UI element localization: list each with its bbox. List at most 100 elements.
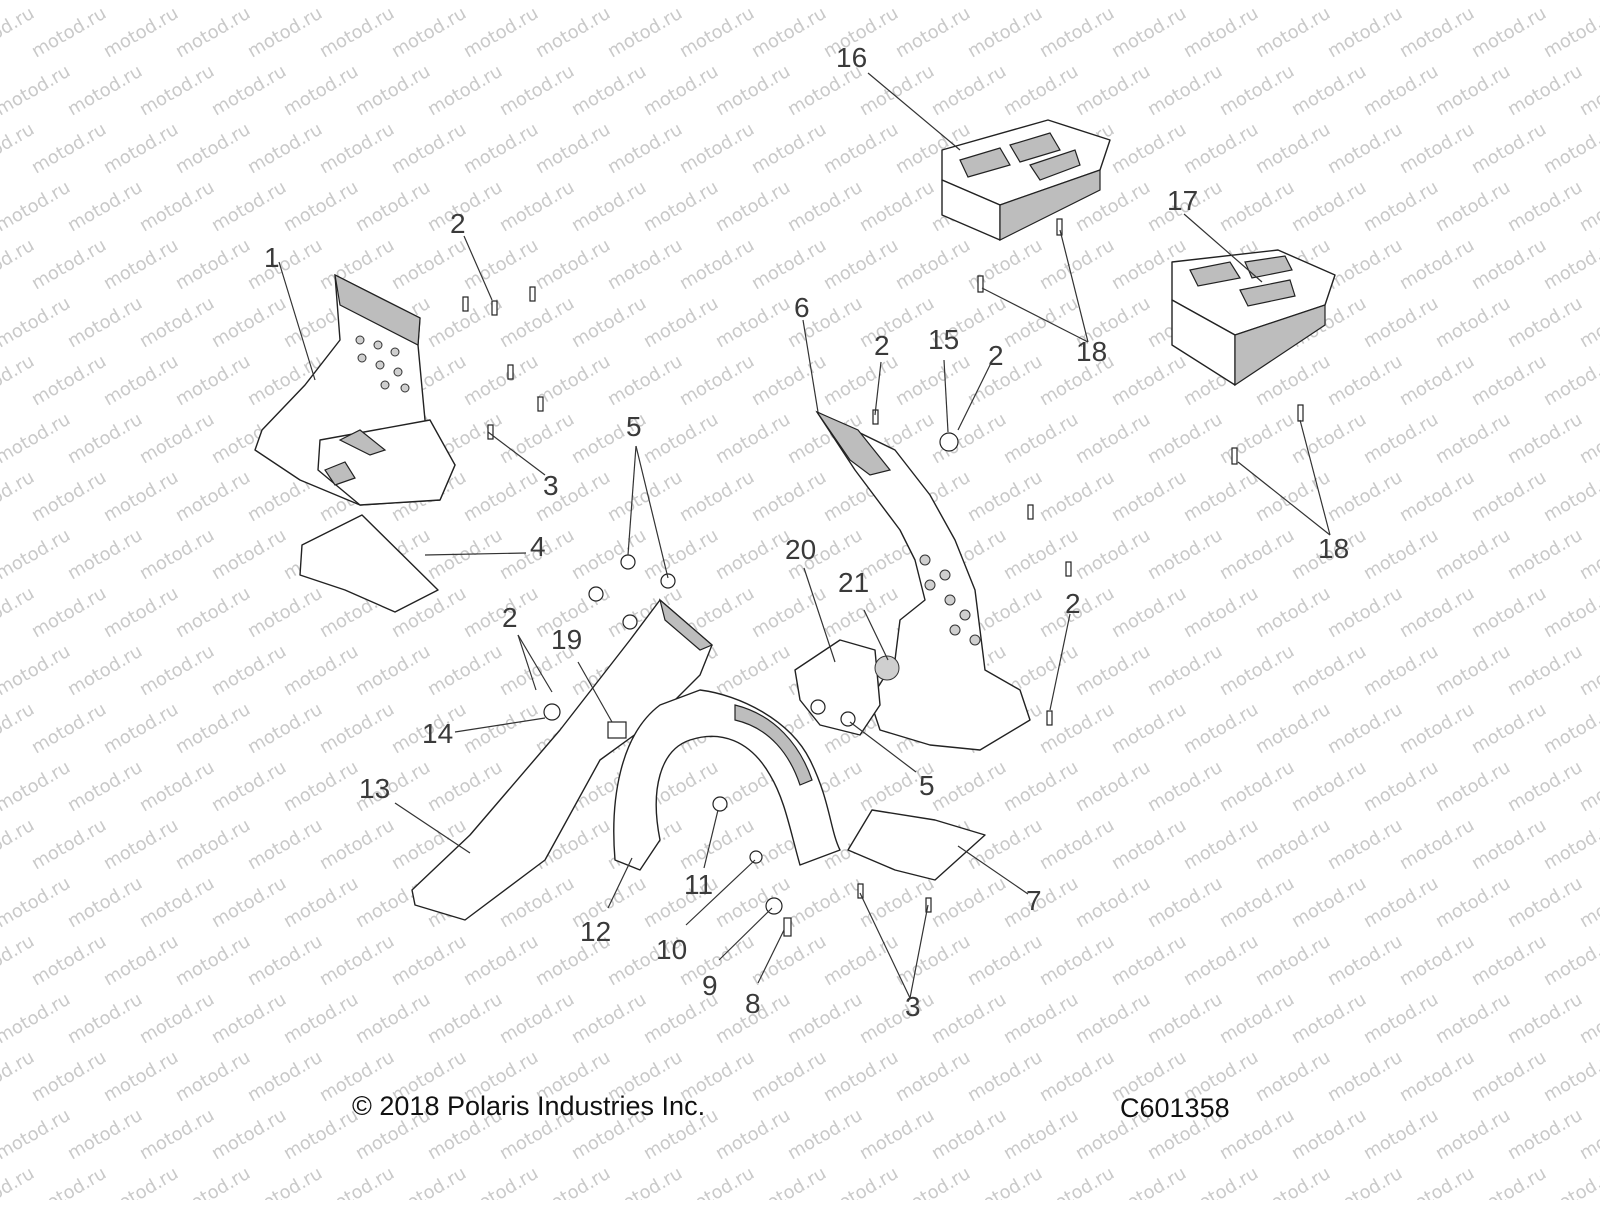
- watermark-text: motod.ru: [1540, 3, 1600, 62]
- watermark-text: motod.ru: [460, 119, 542, 178]
- watermark-text: motod.ru: [0, 757, 74, 816]
- watermark-text: motod.ru: [0, 1105, 74, 1164]
- watermark-text: motod.ru: [1576, 0, 1600, 4]
- watermark-text: motod.ru: [712, 293, 794, 352]
- watermark-text: motod.ru: [208, 61, 290, 120]
- watermark-text: motod.ru: [1180, 815, 1262, 874]
- watermark-text: motod.ru: [604, 467, 686, 526]
- watermark-text: motod.ru: [1072, 873, 1154, 932]
- watermark-text: motod.ru: [1216, 409, 1298, 468]
- watermark-text: motod.ru: [244, 1163, 326, 1200]
- watermark-text: motod.ru: [1540, 467, 1600, 526]
- part-4-left-plate: [299, 514, 439, 613]
- watermark-text: motod.ru: [1468, 815, 1550, 874]
- watermark-text: motod.ru: [1540, 931, 1600, 990]
- watermark-text: motod.ru: [1000, 757, 1082, 816]
- part-6-right-floor-panel: [815, 410, 1031, 751]
- watermark-text: motod.ru: [568, 989, 650, 1048]
- watermark-text: motod.ru: [352, 641, 434, 700]
- watermark-text: motod.ru: [1360, 61, 1442, 120]
- watermark-text: motod.ru: [712, 0, 794, 4]
- watermark-text: motod.ru: [100, 815, 182, 874]
- watermark-text: motod.ru: [928, 989, 1010, 1048]
- watermark-text: motod.ru: [712, 641, 794, 700]
- watermark-text: motod.ru: [100, 3, 182, 62]
- watermark-text: motod.ru: [532, 351, 614, 410]
- watermark-text: motod.ru: [172, 815, 254, 874]
- watermark-text: motod.ru: [136, 525, 218, 584]
- watermark-text: motod.ru: [208, 177, 290, 236]
- watermark-text: motod.ru: [1468, 119, 1550, 178]
- watermark-text: motod.ru: [1252, 931, 1334, 990]
- watermark-text: motod.ru: [1540, 815, 1600, 874]
- callout-5: 5: [919, 770, 935, 801]
- watermark-text: motod.ru: [676, 815, 758, 874]
- watermark-text: motod.ru: [784, 989, 866, 1048]
- watermark-text: motod.ru: [64, 61, 146, 120]
- watermark-text: motod.ru: [1180, 699, 1262, 758]
- watermark-text: motod.ru: [1252, 583, 1334, 642]
- watermark-text: motod.ru: [316, 1163, 398, 1200]
- watermark-text: motod.ru: [172, 1163, 254, 1200]
- part-13-rocker-panel: [411, 598, 714, 921]
- watermark-text: motod.ru: [28, 815, 110, 874]
- watermark-text: motod.ru: [1000, 989, 1082, 1048]
- watermark-text: motod.ru: [1144, 989, 1226, 1048]
- watermark-text: motod.ru: [1000, 61, 1082, 120]
- watermark-text: motod.ru: [28, 583, 110, 642]
- watermark-text: motod.ru: [1216, 525, 1298, 584]
- watermark-text: motod.ru: [244, 583, 326, 642]
- watermark-text: motod.ru: [820, 351, 902, 410]
- watermark-text: motod.ru: [1324, 467, 1406, 526]
- watermark-text: motod.ru: [0, 641, 74, 700]
- watermark-text: motod.ru: [388, 1163, 470, 1200]
- watermark-text: motod.ru: [964, 467, 1046, 526]
- watermark-text: motod.ru: [1396, 351, 1478, 410]
- watermark-text: motod.ru: [1396, 119, 1478, 178]
- watermark-text: motod.ru: [136, 293, 218, 352]
- watermark-text: motod.ru: [532, 235, 614, 294]
- callout-18: 18: [1076, 336, 1108, 367]
- watermark-text: motod.ru: [1144, 0, 1226, 4]
- watermark-text: motod.ru: [1360, 525, 1442, 584]
- watermark-text: motod.ru: [280, 641, 362, 700]
- watermark-text: motod.ru: [1252, 1163, 1334, 1200]
- watermark-text: motod.ru: [856, 61, 938, 120]
- watermark-text: motod.ru: [1288, 989, 1370, 1048]
- watermark-text: motod.ru: [1108, 119, 1190, 178]
- watermark-text: motod.ru: [28, 119, 110, 178]
- watermark-text: motod.ru: [964, 3, 1046, 62]
- watermark-text: motod.ru: [28, 235, 110, 294]
- watermark-text: motod.ru: [1432, 873, 1514, 932]
- watermark-text: motod.ru: [352, 177, 434, 236]
- watermark-text: motod.ru: [820, 1047, 902, 1106]
- watermark-text: motod.ru: [1036, 235, 1118, 294]
- watermark-text: motod.ru: [496, 61, 578, 120]
- watermark-text: motod.ru: [136, 641, 218, 700]
- watermark-text: motod.ru: [136, 409, 218, 468]
- watermark-text: motod.ru: [1468, 351, 1550, 410]
- watermark-text: motod.ru: [568, 525, 650, 584]
- watermark-text: motod.ru: [28, 931, 110, 990]
- callout-4: 4: [530, 531, 546, 562]
- callout-11: 11: [684, 869, 714, 900]
- watermark-text: motod.ru: [1324, 931, 1406, 990]
- watermark-text: motod.ru: [172, 583, 254, 642]
- watermark-text: motod.ru: [1252, 1047, 1334, 1106]
- watermark-text: motod.ru: [1180, 583, 1262, 642]
- callout-16: 16: [836, 42, 868, 73]
- callout-2: 2: [502, 602, 518, 633]
- watermark-text: motod.ru: [1432, 177, 1514, 236]
- watermark-text: motod.ru: [28, 1047, 110, 1106]
- watermark-text: motod.ru: [1108, 467, 1190, 526]
- watermark-text: motod.ru: [892, 1047, 974, 1106]
- callout-2: 2: [1065, 588, 1081, 619]
- watermark-text: motod.ru: [1324, 699, 1406, 758]
- watermark-text: motod.ru: [1504, 61, 1586, 120]
- watermark-text: motod.ru: [64, 989, 146, 1048]
- watermark-text: motod.ru: [676, 1163, 758, 1200]
- callout-2: 2: [874, 330, 890, 361]
- watermark-text: motod.ru: [1216, 989, 1298, 1048]
- part-1-left-floor-panel: [254, 273, 456, 506]
- watermark-text: motod.ru: [856, 1105, 938, 1164]
